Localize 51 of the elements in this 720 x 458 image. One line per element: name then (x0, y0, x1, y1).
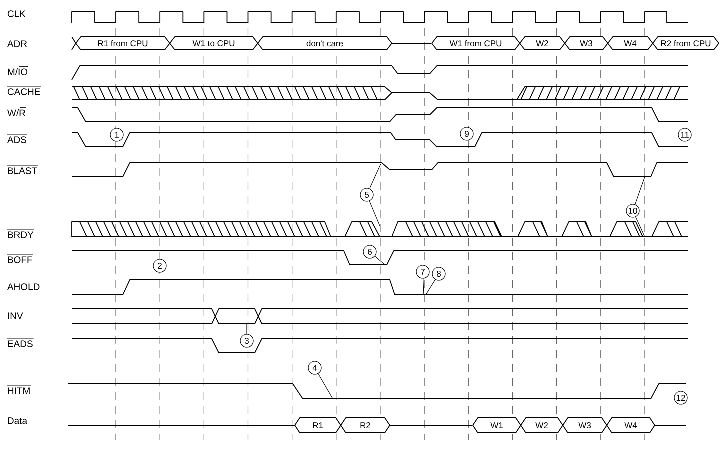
leader-line (369, 200, 380, 226)
leader-line (634, 176, 646, 205)
signal-name: AHOLD (7, 284, 40, 290)
callout-number: 6 (363, 245, 377, 259)
callout-number: 7 (416, 265, 430, 279)
bus-cell: W1 to CPU (170, 36, 258, 50)
bus-cell: R1 from CPU (76, 36, 170, 50)
leader-line (246, 324, 248, 334)
callout-number: 5 (360, 188, 374, 202)
leader-line (318, 374, 334, 400)
signal-name: CLK (8, 10, 26, 18)
signal-name: BOFF (6, 254, 34, 264)
bus-cell: R2 (340, 418, 390, 434)
signal-name: Data (8, 418, 28, 424)
signal-name: W/R (8, 108, 27, 116)
callout-number: 9 (460, 127, 474, 141)
leader-line (370, 164, 382, 190)
signal-name: BLAST (6, 166, 38, 174)
callout-number: 11 (678, 128, 692, 142)
bus-cell: R1 (294, 418, 342, 434)
bus-line (390, 425, 473, 426)
leader-line (636, 216, 646, 238)
signal-name: ADR (7, 40, 28, 48)
signal-name: INV (8, 312, 24, 320)
bus-cell: W3 (564, 36, 608, 50)
callout-number: 10 (626, 204, 640, 218)
bus-cell: W1 from CPU (432, 36, 520, 50)
signal-name: M/IO (8, 66, 29, 76)
signal-name: HITM (6, 386, 32, 394)
bus-cell: don't care (258, 36, 392, 50)
leader-line (423, 278, 424, 296)
bus-cell: W4 (606, 418, 656, 434)
bus-cell: W3 (562, 418, 608, 434)
callout-number: 2 (153, 259, 167, 273)
callout-number: 8 (432, 267, 446, 281)
bus-cell: W4 (608, 36, 654, 50)
signal-name: EADS (6, 338, 34, 348)
bus-line (392, 43, 432, 44)
bus-cell: W1 (472, 418, 522, 434)
callout-number: 12 (674, 391, 688, 405)
callout-number: 3 (240, 334, 254, 348)
bus-cell: R2 from CPU (652, 36, 720, 50)
callout-number: 4 (308, 361, 322, 375)
signal-name: CACHE (6, 86, 42, 96)
leader-line (426, 279, 436, 296)
callout-number: 1 (110, 128, 124, 142)
signal-name: BRDY (6, 230, 35, 238)
signal-name: ADS (6, 134, 28, 144)
leader-line (374, 256, 386, 266)
bus-cell: W2 (520, 36, 566, 50)
bus-cell: W2 (520, 418, 564, 434)
